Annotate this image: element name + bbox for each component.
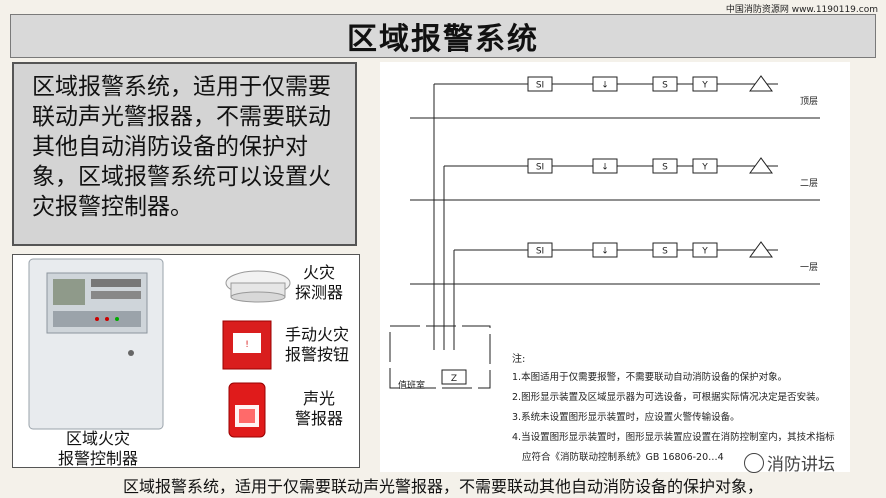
manual-call-point-image: ! (222, 320, 272, 370)
device-panel: ! 区域火灾 报警控制器 火灾 探测器 手动火灾 报警按钮 声光 警报器 (12, 254, 360, 468)
device-illustrations: ! (28, 258, 291, 438)
device-symbol-box (527, 76, 553, 92)
device-symbol-box (592, 242, 618, 258)
device-symbol: ↓ (601, 163, 609, 173)
device-symbol: Y (701, 247, 708, 257)
controller-symbol-box (441, 369, 467, 385)
system-diagram: 顶层 二层 一层 SI ↓ S Y SI ↓ S Y SI ↓ S Y Z 值班室 注: 1.本图适用… (380, 62, 850, 472)
duty-room-label: 值班室 (398, 379, 425, 391)
device-symbol-box (592, 76, 618, 92)
device-symbol: S (662, 81, 668, 91)
device-symbol-box (652, 242, 678, 258)
smoke-detector-image (225, 270, 291, 303)
note-5: 应符合《消防联动控制系统》GB 16806-20…4 (522, 451, 724, 463)
title-bar: 区域报警系统 (10, 14, 876, 58)
description-box: 区域报警系统，适用于仅需要联动声光警报器，不需要联动其他自动消防设备的保护对象，… (12, 62, 357, 246)
note-2: 2.图形显示装置及区域显示器为可选设备，可根据实际情况决定是否安装。 (512, 391, 825, 403)
sounder-beacon-symbol (749, 157, 773, 174)
page-title: 区域报警系统 (347, 22, 539, 57)
sounder-label: 声光 警报器 (294, 389, 343, 428)
device-symbol: S (662, 163, 668, 173)
watermark: 消防讲坛 (744, 450, 835, 475)
floor-label-top: 顶层 (800, 96, 818, 107)
device-symbol: SI (536, 247, 544, 257)
sounder-beacon-symbol (749, 75, 773, 92)
controller-symbol: Z (451, 374, 457, 384)
device-symbol-box (527, 158, 553, 174)
controller-label: 区域火灾 报警控制器 (57, 429, 138, 468)
device-symbol: Y (701, 81, 708, 91)
device-symbol: SI (536, 163, 544, 173)
description-text: 区域报警系统，适用于仅需要联动声光警报器，不需要联动其他自动消防设备的保护对象，… (32, 74, 331, 220)
svg-text:!: ! (245, 340, 249, 350)
device-symbol: SI (536, 81, 544, 91)
note-4: 4.当设置图形显示装置时，图形显示装置应设置在消防控制室内，其技术指标 (512, 431, 835, 443)
device-symbol-box (692, 242, 718, 258)
sounder-beacon-image (228, 382, 266, 438)
device-symbol-box (592, 158, 618, 174)
sounder-beacon-symbol (749, 241, 773, 258)
device-symbol-box (652, 158, 678, 174)
device-symbol-box (692, 76, 718, 92)
detector-label: 火灾 探测器 (294, 263, 343, 302)
floor-label-1: 一层 (800, 262, 818, 273)
note-1: 1.本图适用于仅需要报警，不需要联动自动消防设备的保护对象。 (512, 371, 787, 383)
bottom-caption: 区域报警系统，适用于仅需要联动声光警报器，不需要联动其他自动消防设备的保护对象， (122, 477, 763, 496)
notes-title: 注: (512, 352, 525, 365)
manual-button-label: 手动火灾 报警按钮 (284, 325, 349, 364)
device-symbol-box (527, 242, 553, 258)
source-watermark: 中国消防资源网 www.1190119.com (725, 5, 878, 15)
note-3: 3.系统未设置图形显示装置时，应设置火警传输设备。 (512, 411, 740, 423)
watermark-icon (744, 452, 764, 473)
wiring-diagram: 顶层 二层 一层 SI ↓ S Y SI ↓ S Y SI ↓ S Y Z 值班室 注: 1.本图适用… (389, 75, 835, 463)
duty-room-outline (389, 325, 491, 389)
device-symbol: ↓ (601, 247, 609, 257)
device-symbol-box (652, 76, 678, 92)
device-symbol: S (662, 247, 668, 257)
controller-image (28, 258, 164, 430)
device-symbol: Y (701, 163, 708, 173)
floor-label-2: 二层 (800, 178, 818, 189)
device-symbol: ↓ (601, 81, 609, 91)
device-symbol-box (692, 158, 718, 174)
